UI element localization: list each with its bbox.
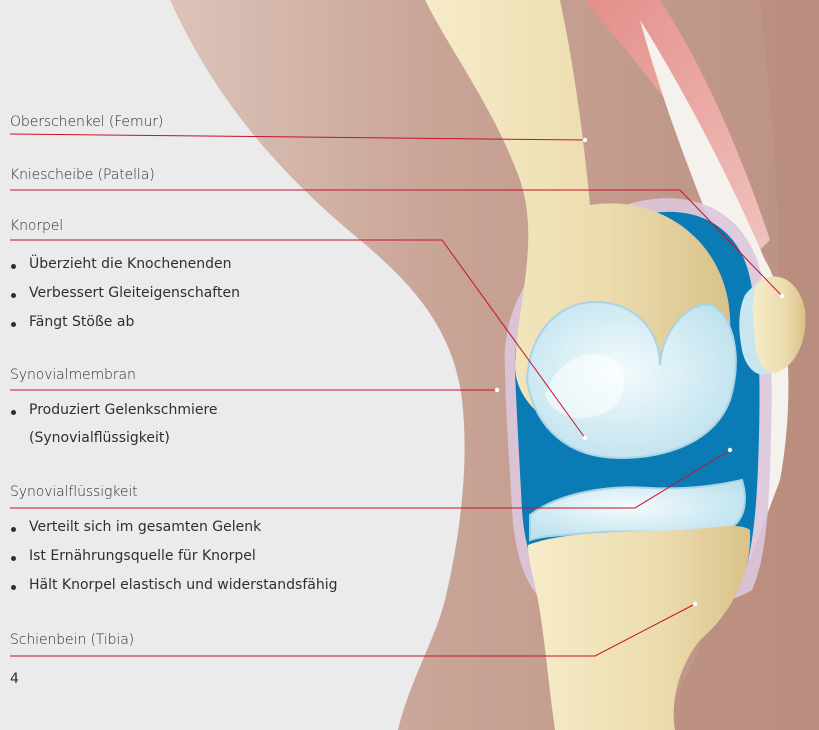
endpoint-synovial-fluid xyxy=(728,448,732,452)
bullet-text: Ist Ernährungsquelle für Knorpel xyxy=(29,548,256,564)
bullet-dot xyxy=(11,264,16,269)
bullet-text: Hält Knorpel elastisch und widerstandsfä… xyxy=(29,577,337,593)
endpoint-tibia xyxy=(693,602,697,606)
bullet-dot xyxy=(11,585,16,590)
bullet-dot xyxy=(11,527,16,532)
endpoint-synovial-membrane xyxy=(495,388,499,392)
cartilage-bullet: Verbessert Gleiteigenschaften xyxy=(10,285,240,301)
bullet-dot xyxy=(11,293,16,298)
bullet-text: Verbessert Gleiteigenschaften xyxy=(29,285,240,301)
label-patella: Kniescheibe (Patella) xyxy=(10,167,155,183)
synovial-membrane-bullet-continuation: (Synovialflüssigkeit) xyxy=(10,430,170,446)
synovial-fluid-bullet: Verteilt sich im gesamten Gelenk xyxy=(10,519,261,535)
synovial-membrane-bullet: Produziert Gelenkschmiere xyxy=(10,402,218,418)
label-cartilage: Knorpel xyxy=(10,218,63,234)
synovial-fluid-bullet: Hält Knorpel elastisch und widerstandsfä… xyxy=(10,577,337,593)
bullet-text: Produziert Gelenkschmiere xyxy=(29,402,218,418)
label-synovial-membrane: Synovialmembran xyxy=(10,367,136,383)
cartilage-bullet: Überzieht die Knochenenden xyxy=(10,256,232,272)
endpoint-cartilage xyxy=(583,436,587,440)
bullet-dot xyxy=(11,556,16,561)
bullet-text: Überzieht die Knochenenden xyxy=(29,256,232,272)
bullet-text: Verteilt sich im gesamten Gelenk xyxy=(29,519,261,535)
synovial-fluid-bullet: Ist Ernährungsquelle für Knorpel xyxy=(10,548,256,564)
label-tibia: Schienbein (Tibia) xyxy=(10,632,134,648)
cartilage-bullet: Fängt Stöße ab xyxy=(10,314,134,330)
endpoint-patella xyxy=(780,294,784,298)
bullet-text: (Synovialflüssigkeit) xyxy=(29,430,170,446)
label-femur: Oberschenkel (Femur) xyxy=(10,114,163,130)
page-number: 4 xyxy=(10,671,19,687)
bullet-text: Fängt Stöße ab xyxy=(29,314,134,330)
bullet-dot xyxy=(11,322,16,327)
endpoint-femur xyxy=(583,138,587,142)
label-synovial-fluid: Synovialflüssigkeit xyxy=(10,484,138,500)
bullet-dot xyxy=(11,410,16,415)
